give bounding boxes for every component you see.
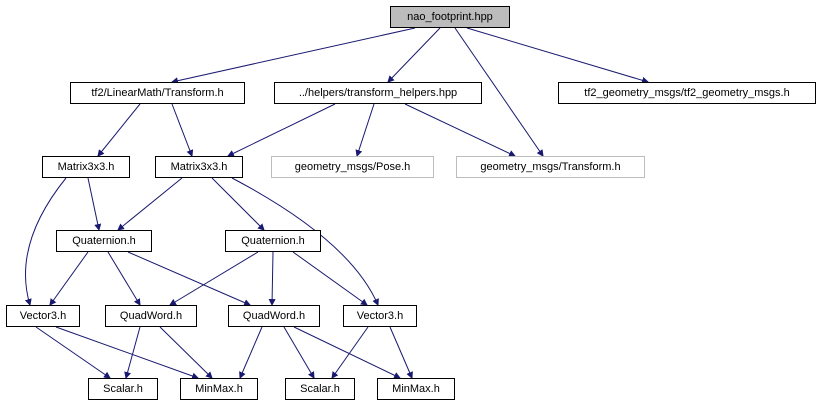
edge-quata-quada [107,251,141,306]
edge-helpers-m3x3b [227,103,336,157]
edge-m3x3b-vec3b [231,177,379,306]
edge-quatb-quadb [268,251,276,307]
edge-quada-scalara [124,326,141,380]
edge-m3x3b-quatb [211,177,265,231]
edge-transformh-m3x3b [171,103,194,157]
edge-nao-helpers [387,27,441,83]
graph-node-tf2geo[interactable]: tf2_geometry_msgs/tf2_geometry_msgs.h [558,82,816,104]
edge-quadb-minmaxb [293,326,401,379]
edge-m3x3a-vec3a [24,177,67,307]
graph-node-pose: geometry_msgs/Pose.h [271,156,434,178]
graph-node-transformh[interactable]: tf2/LinearMath/Transform.h [70,82,245,104]
edge-vec3b-minmaxb [389,326,413,379]
graph-node-scalara[interactable]: Scalar.h [88,378,158,400]
graph-node-quada[interactable]: QuadWord.h [105,305,197,327]
graph-node-scalarb[interactable]: Scalar.h [285,378,355,400]
edge-quatb-quada [169,251,259,306]
graph-node-helpers[interactable]: ../helpers/transform_helpers.hpp [274,82,482,104]
edge-transformh-m3x3a [97,103,141,157]
edge-quata-vec3a [49,251,89,306]
edge-vec3a-minmaxa [55,326,199,380]
graph-node-nao: nao_footprint.hpp [390,6,510,28]
edge-vec3b-scalarb [331,326,369,379]
graph-node-m3x3a[interactable]: Matrix3x3.h [42,156,130,178]
edge-nao-gmtrans [454,27,544,157]
edge-quatb-vec3b [292,251,368,306]
edge-m3x3b-quata [117,177,183,231]
graph-node-quata[interactable]: Quaternion.h [56,230,152,252]
edge-nao-tf2geo [466,27,650,84]
edge-quadb-scalarb [283,326,315,379]
graph-node-vec3a[interactable]: Vector3.h [6,305,80,327]
graph-node-vec3b[interactable]: Vector3.h [343,305,417,327]
edge-nao-transformh [170,27,416,85]
graph-node-quadb[interactable]: QuadWord.h [228,305,320,327]
graph-node-quatb[interactable]: Quaternion.h [225,230,321,252]
edge-quadb-minmaxa [239,326,263,379]
edge-vec3a-scalara [35,326,111,379]
graph-node-minmaxa[interactable]: MinMax.h [180,378,258,400]
edge-quada-minmaxa [159,326,213,379]
edge-quata-quadb [127,251,251,306]
edge-m3x3a-quata [87,177,102,232]
edge-helpers-pose [355,103,375,157]
graph-node-minmaxb[interactable]: MinMax.h [377,378,455,400]
graph-node-m3x3b[interactable]: Matrix3x3.h [155,156,243,178]
graph-node-gmtrans: geometry_msgs/Transform.h [456,156,645,178]
edge-helpers-gmtrans [404,103,516,157]
